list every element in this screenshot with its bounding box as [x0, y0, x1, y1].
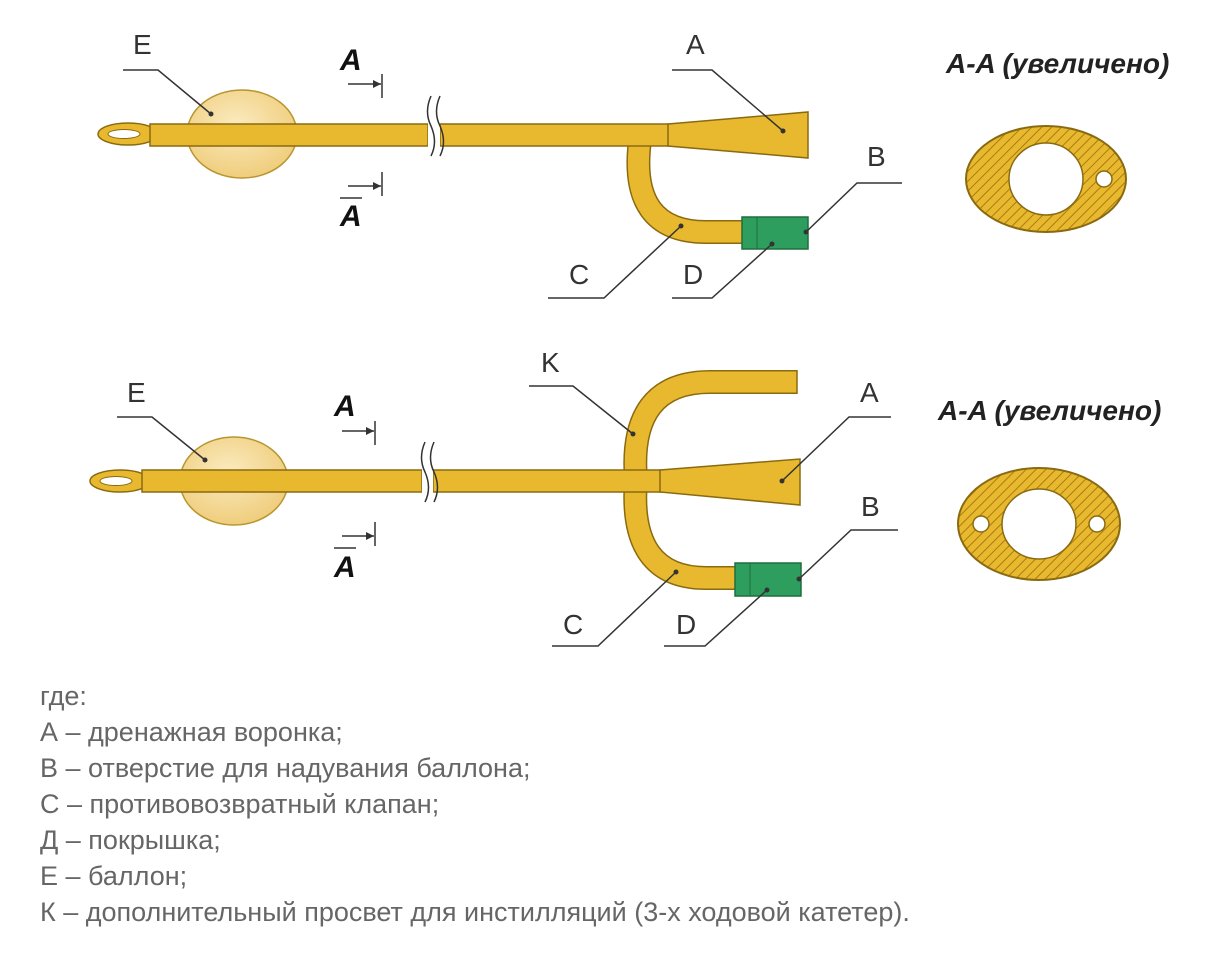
legend: где: А – дренажная воронка; В – отверсти…	[40, 678, 1190, 930]
legend-item-b: В – отверстие для надувания баллона;	[40, 753, 531, 783]
bottom-instillation-branch	[623, 370, 798, 481]
svg-text:C: C	[569, 259, 589, 290]
top-label-d: D	[672, 241, 775, 299]
top-label-a: A	[672, 29, 786, 134]
legend-item-c: С – противовозвратный клапан;	[40, 789, 440, 819]
top-cross-section	[965, 125, 1127, 233]
svg-text:E: E	[127, 377, 146, 408]
top-break-mark	[426, 95, 445, 160]
bottom-cross-section	[957, 467, 1121, 581]
top-cut-marker-lower: A	[339, 172, 383, 233]
top-cut-label-upper: A	[339, 44, 362, 77]
bottom-cut-label-lower: A	[333, 551, 356, 584]
svg-text:A: A	[686, 29, 705, 60]
bottom-label-e: E	[117, 377, 208, 463]
bottom-shaft-right	[432, 469, 664, 493]
legend-item-e: Е – баллон;	[40, 861, 188, 891]
legend-intro: где:	[40, 681, 87, 711]
svg-text:K: K	[541, 347, 560, 378]
top-shaft-right	[439, 123, 671, 147]
bottom-label-c: C	[552, 569, 679, 647]
bottom-inflation-branch	[623, 479, 738, 590]
bottom-label-b: B	[796, 491, 898, 582]
bottom-label-d: D	[664, 587, 770, 647]
svg-text:A: A	[860, 377, 879, 408]
top-inflation-branch	[626, 138, 745, 244]
bottom-tip-eye	[99, 476, 133, 486]
legend-item-k: К – дополнительный просвет для инстилляц…	[40, 897, 910, 927]
legend-item-d: Д – покрышка;	[40, 825, 221, 855]
top-label-c: C	[548, 223, 684, 299]
bottom-break-mark	[420, 441, 439, 506]
bottom-cut-marker-lower: A	[333, 522, 376, 584]
bottom-cut-marker-upper: A	[333, 390, 376, 445]
top-valve-cap	[741, 216, 809, 250]
svg-text:B: B	[867, 141, 886, 172]
bottom-shaft-left	[141, 469, 423, 493]
bottom-drainage-funnel	[659, 458, 801, 506]
top-shaft-left	[149, 123, 429, 147]
two-way-catheter: A A E A B C	[97, 29, 1169, 299]
top-tip-eye	[107, 129, 141, 139]
top-drainage-funnel	[667, 111, 809, 159]
top-cut-label-lower: A	[339, 200, 362, 233]
legend-item-a: А – дренажная воронка;	[40, 717, 343, 747]
svg-text:D: D	[676, 609, 696, 640]
svg-text:C: C	[563, 609, 583, 640]
top-cut-marker-upper: A	[339, 44, 383, 98]
bottom-label-k: K	[529, 347, 636, 437]
top-section-title: A-A (увеличено)	[945, 48, 1169, 79]
three-way-catheter: A A E K A B	[89, 347, 1161, 647]
bottom-cut-label-upper: A	[333, 390, 356, 423]
svg-text:E: E	[133, 29, 152, 60]
svg-text:B: B	[861, 491, 880, 522]
top-label-b: B	[803, 141, 902, 235]
top-label-e: E	[123, 29, 214, 117]
bottom-section-title: A-A (увеличено)	[937, 395, 1161, 426]
bottom-label-a: A	[779, 377, 891, 484]
svg-text:D: D	[683, 259, 703, 290]
